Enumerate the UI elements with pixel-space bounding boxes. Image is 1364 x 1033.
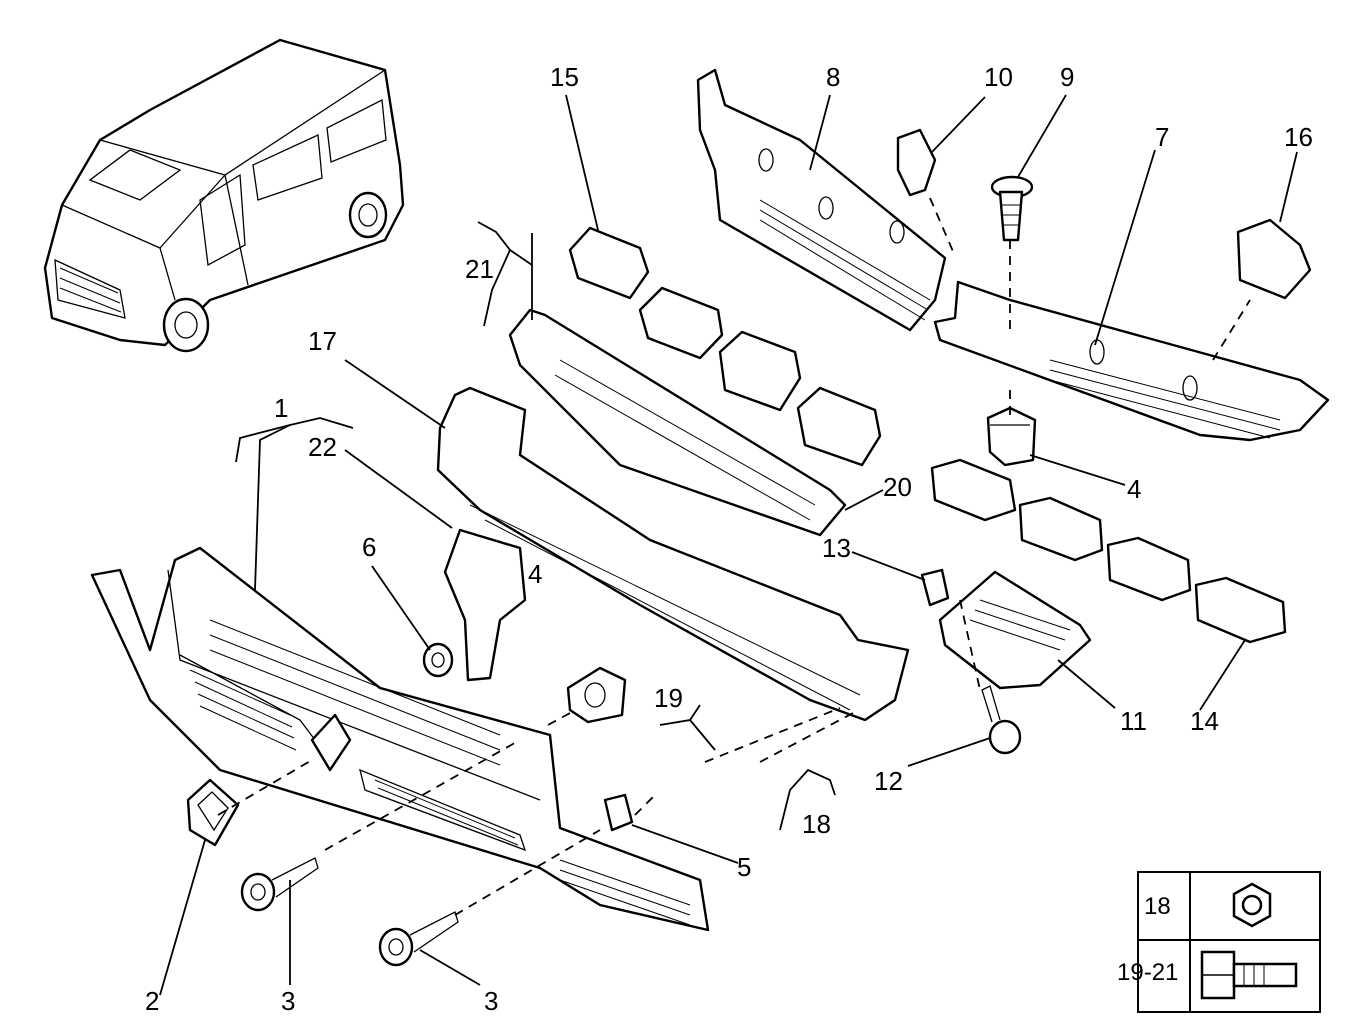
push-clip-part-9 — [990, 175, 1034, 242]
part-label-19: 19 — [654, 683, 683, 713]
part-label-5: 5 — [737, 852, 751, 882]
part-label-12: 12 — [874, 766, 903, 796]
part-label-2: 2 — [145, 986, 159, 1016]
upper-grille-part-7 — [933, 280, 1330, 442]
part-label-21: 21 — [465, 254, 494, 284]
part-label-22: 22 — [308, 432, 337, 462]
front-panel-part-1 — [90, 546, 710, 932]
clip-part-10 — [896, 128, 937, 197]
part-labels: 1 2 3 3 4 4 5 6 7 8 9 10 11 12 13 14 15 … — [145, 62, 1313, 1016]
screw-part-3b — [378, 911, 459, 967]
legend-label-18: 18 — [1144, 893, 1171, 920]
part-label-11: 11 — [1120, 706, 1147, 736]
hex-nut-icon — [1232, 882, 1272, 928]
grommet-part-4a — [566, 666, 627, 724]
part-label-4: 4 — [528, 559, 542, 589]
part-label-7: 7 — [1155, 122, 1169, 152]
bolt-icon — [1200, 950, 1298, 1000]
part-label-17: 17 — [308, 326, 337, 356]
part-label-6: 6 — [362, 532, 376, 562]
bracket-part-22 — [443, 528, 527, 682]
fastener-legend: 18 19-21 — [1117, 871, 1321, 1013]
part-label-8: 8 — [826, 62, 840, 92]
part-label-13: 13 — [822, 533, 851, 563]
crossmember-part-17 — [436, 386, 910, 722]
part-label-15: 15 — [550, 62, 579, 92]
part-label-18: 18 — [802, 809, 831, 839]
clip-part-5 — [603, 793, 634, 832]
part-label-4: 4 — [1127, 474, 1141, 504]
part-label-3: 3 — [484, 986, 498, 1016]
part-label-14: 14 — [1190, 706, 1219, 736]
part-label-3: 3 — [281, 986, 295, 1016]
nut-part-6 — [422, 642, 454, 678]
clip-part-13 — [920, 568, 950, 607]
emblem-part-2 — [186, 713, 352, 847]
part-label-20: 20 — [883, 472, 912, 502]
grommet-part-4b — [986, 406, 1037, 467]
cowl-panel-part-8 — [696, 68, 947, 332]
upper-bar-part-20 — [508, 308, 847, 537]
van-illustration — [43, 38, 405, 353]
part-label-10: 10 — [984, 62, 1013, 92]
part-label-1: 1 — [274, 393, 288, 423]
grille-inserts-part-14 — [930, 458, 1287, 644]
screw-part-3a — [240, 857, 319, 912]
lamp-seals-part-15 — [568, 226, 882, 467]
part-label-9: 9 — [1060, 62, 1074, 92]
part-label-16: 16 — [1284, 122, 1313, 152]
fastener-part-12 — [981, 685, 1022, 755]
leader-lines — [159, 94, 1298, 996]
lamp-trim-part-11 — [938, 570, 1092, 690]
bracket-part-16 — [1236, 218, 1312, 300]
legend-label-19-21: 19-21 — [1117, 959, 1178, 986]
